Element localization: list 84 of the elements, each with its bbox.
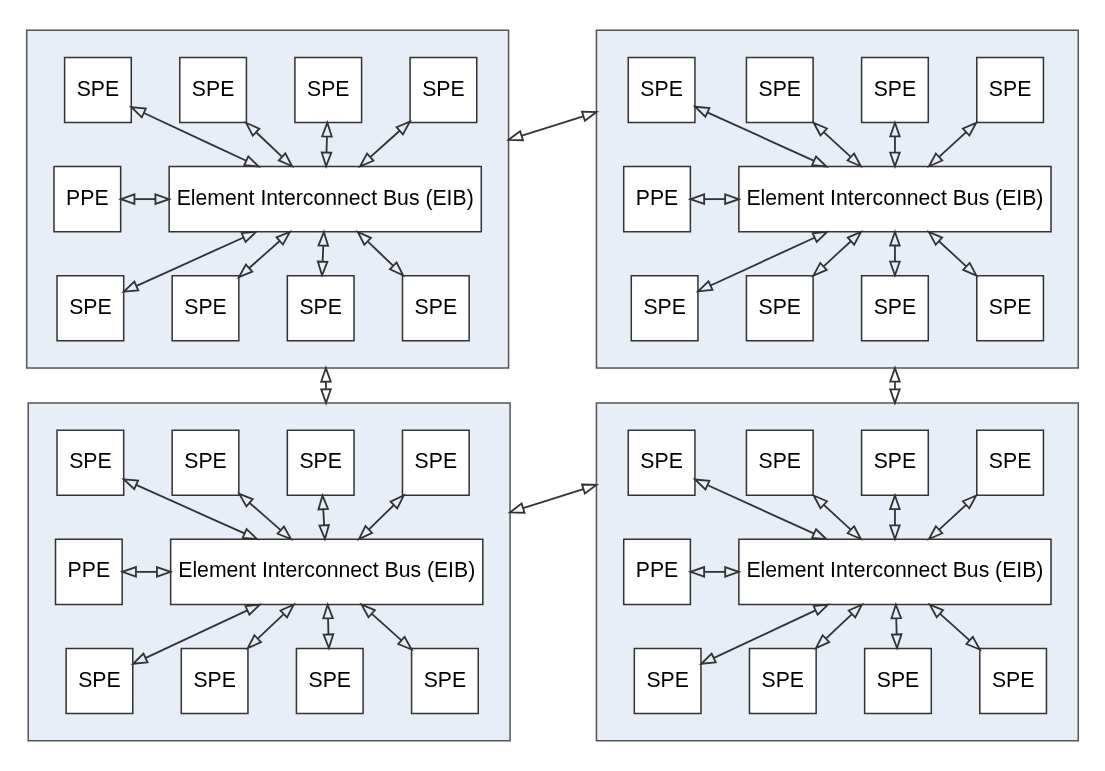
arrow	[888, 365, 901, 406]
node-box: SPE	[180, 647, 249, 715]
node-box: SPE	[860, 56, 930, 124]
arrow	[317, 492, 331, 542]
arrow	[320, 120, 333, 169]
arrow	[358, 119, 412, 169]
node-box: SPE	[286, 274, 355, 342]
node-box: SPE	[627, 429, 696, 497]
arrow	[507, 483, 600, 514]
node-box: SPE	[56, 274, 125, 342]
arrow	[319, 365, 333, 406]
node-box: SPE	[748, 647, 817, 715]
arrow	[355, 230, 406, 278]
node-box: SPE	[56, 429, 125, 497]
arrow	[322, 601, 335, 651]
arrow	[128, 106, 262, 168]
node-box: SPE	[179, 56, 248, 124]
node-box: SPE	[745, 274, 814, 342]
arrow	[811, 493, 863, 541]
arrow	[692, 478, 829, 541]
node-box: SPE	[295, 647, 364, 715]
arrow	[927, 120, 979, 169]
arrow	[244, 120, 295, 169]
node-box: SPE	[401, 429, 470, 497]
node-box: SPE	[63, 56, 133, 124]
node-box: SPE	[976, 429, 1045, 497]
arrow	[505, 110, 600, 142]
node-box: Element Interconnect Bus (EIB)	[738, 165, 1052, 233]
node-box: SPE	[401, 274, 470, 342]
node-box: SPE	[863, 647, 933, 715]
arrow	[698, 603, 831, 665]
node-box: SPE	[745, 56, 814, 124]
cluster	[595, 29, 1080, 369]
arrow	[121, 478, 260, 541]
node-box: SPE	[860, 274, 930, 342]
arrow	[687, 565, 742, 578]
arrow	[687, 193, 742, 206]
arrow	[926, 230, 979, 278]
cluster	[595, 402, 1080, 742]
arrow	[811, 230, 864, 278]
node-box: PPE	[53, 165, 122, 233]
node-box: PPE	[54, 538, 123, 606]
node-box: SPE	[171, 429, 240, 497]
arrow	[121, 230, 259, 293]
arrow	[237, 492, 294, 541]
arrow	[888, 229, 901, 279]
node-box: SPE	[171, 274, 240, 342]
node-box: SPE	[409, 56, 478, 124]
arrow	[692, 105, 829, 168]
node-box: Element Interconnect Bus (EIB)	[169, 538, 484, 606]
arrow	[695, 230, 830, 293]
node-box: SPE	[410, 647, 479, 715]
arrow	[316, 229, 330, 279]
node-box: SPE	[65, 647, 134, 715]
node-box: SPE	[976, 274, 1045, 342]
arrow	[130, 603, 263, 665]
arrow	[814, 602, 864, 650]
node-box: SPE	[633, 647, 702, 715]
cluster	[27, 402, 511, 742]
arrow	[811, 120, 863, 169]
arrow	[927, 602, 982, 652]
node-box: SPE	[294, 56, 363, 124]
arrow	[888, 120, 901, 169]
arrow	[357, 493, 406, 541]
arrow	[236, 230, 292, 279]
node-box: SPE	[860, 429, 930, 497]
node-box: SPE	[745, 429, 814, 497]
arrow	[359, 602, 414, 652]
node-box: Element Interconnect Bus (EIB)	[738, 538, 1052, 606]
node-box: SPE	[627, 56, 696, 124]
arrow	[927, 493, 979, 541]
arrow	[888, 492, 901, 542]
node-box: PPE	[622, 538, 692, 606]
arrow	[245, 602, 296, 650]
arrow	[118, 193, 172, 206]
arrow	[119, 565, 174, 578]
node-box: SPE	[976, 56, 1045, 124]
arrow	[890, 601, 903, 651]
node-box: Element Interconnect Bus (EIB)	[168, 165, 483, 233]
node-box: SPE	[286, 429, 355, 497]
node-box: SPE	[979, 647, 1048, 715]
node-box: PPE	[622, 165, 692, 233]
node-box: SPE	[630, 274, 699, 342]
cluster	[25, 29, 510, 369]
